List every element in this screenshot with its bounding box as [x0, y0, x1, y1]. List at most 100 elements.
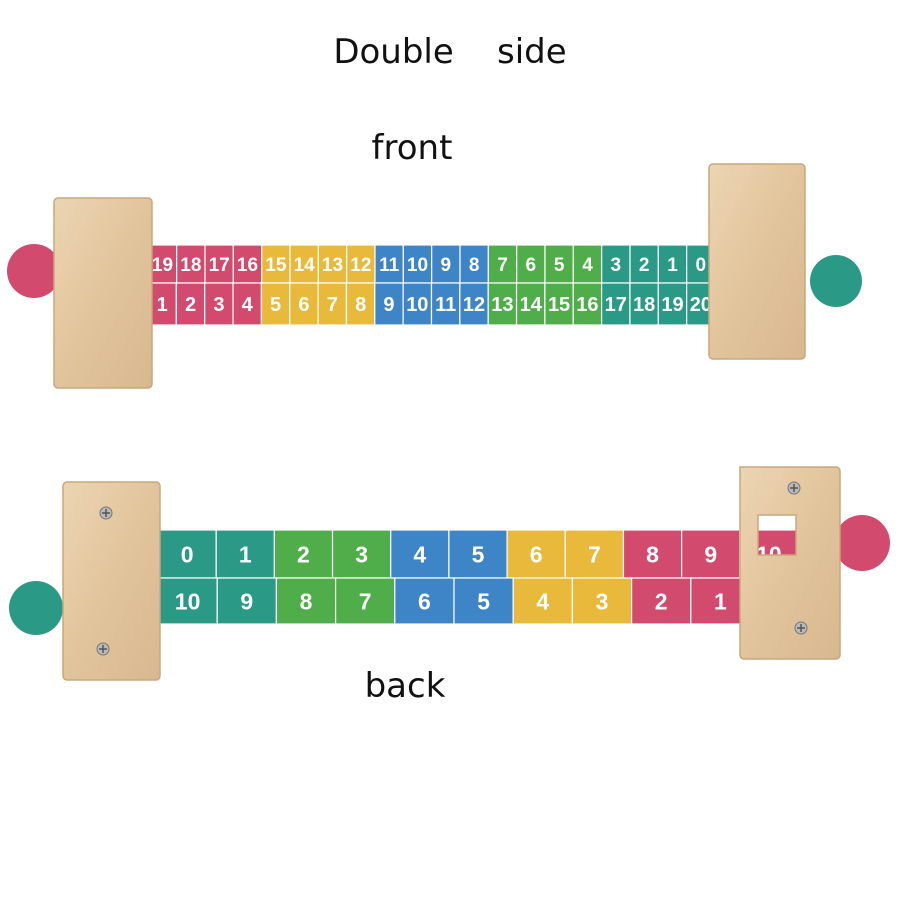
number-tile — [629, 282, 659, 326]
tile-number: 8 — [646, 541, 659, 567]
number-tile — [572, 244, 603, 284]
number-tile — [374, 282, 404, 326]
title-caption: Double side — [333, 32, 567, 72]
tile-number: 7 — [327, 294, 338, 316]
back-toy: 01234567891010987654321 — [9, 466, 890, 681]
tile-number: 15 — [548, 294, 570, 316]
number-tile — [487, 282, 518, 326]
front-right-end-disc — [810, 255, 862, 307]
tile-number: 6 — [418, 588, 431, 614]
tile-number: 8 — [300, 588, 313, 614]
tile-number: 12 — [350, 255, 371, 276]
tile-number: 4 — [582, 255, 593, 276]
tile-number: 2 — [639, 255, 650, 276]
tile-number: 1 — [239, 541, 252, 567]
tile-number: 14 — [520, 294, 543, 316]
tile-number: 9 — [704, 541, 717, 567]
number-tile — [275, 577, 337, 625]
number-tile — [544, 244, 574, 284]
number-tile — [346, 244, 376, 284]
tile-number: 17 — [605, 294, 627, 316]
tile-number: 6 — [530, 541, 543, 567]
front-toy: 2019181716151413121110987654321012345678… — [7, 163, 862, 389]
tile-number: 1 — [157, 294, 168, 316]
tile-number: 7 — [359, 588, 372, 614]
back-right-end-disc — [834, 515, 890, 571]
front-right-wood-block — [708, 163, 806, 360]
number-tile — [657, 282, 688, 326]
tile-number: 2 — [297, 541, 310, 567]
tile-number: 19 — [661, 294, 683, 316]
screw-slot — [99, 645, 107, 653]
tile-number: 5 — [554, 255, 565, 276]
tile-number: 5 — [270, 294, 281, 316]
tile-number: 2 — [655, 588, 668, 614]
number-tile — [629, 244, 659, 284]
number-tile — [601, 244, 631, 284]
screw-slot — [102, 509, 110, 517]
tile-number: 3 — [611, 255, 622, 276]
tile-number: 1 — [667, 255, 678, 276]
screw-slot — [790, 484, 798, 492]
number-tile — [232, 244, 263, 284]
tile-number: 4 — [536, 588, 549, 614]
tile-number: 18 — [180, 255, 201, 276]
number-tile — [459, 244, 489, 284]
tile-number: 4 — [413, 541, 426, 567]
number-tile — [564, 529, 625, 579]
number-tile — [215, 529, 275, 579]
number-tile — [622, 529, 683, 579]
tile-number: 14 — [294, 255, 316, 276]
tile-number: 15 — [265, 255, 287, 276]
tile-number: 18 — [633, 294, 655, 316]
tile-number: 16 — [237, 255, 258, 276]
front-number-strip: 2019181716151413121110987654321012345678… — [119, 244, 716, 326]
tile-number: 3 — [213, 294, 224, 316]
tile-number: 7 — [497, 255, 508, 276]
number-tile — [204, 282, 234, 326]
tile-number: 3 — [596, 588, 609, 614]
tile-number: 13 — [491, 294, 513, 316]
number-tile — [681, 529, 741, 579]
tile-number: 13 — [322, 255, 343, 276]
tile-number: 8 — [355, 294, 366, 316]
back-right-wood-block — [739, 466, 841, 660]
tile-number: 3 — [355, 541, 368, 567]
screw-slot — [797, 624, 805, 632]
tile-number: 0 — [696, 255, 707, 276]
front-caption: front — [371, 128, 453, 168]
tile-number: 9 — [441, 255, 452, 276]
number-tile — [289, 244, 319, 284]
tile-number: 16 — [576, 294, 598, 316]
number-tile — [331, 529, 392, 579]
number-tile — [487, 244, 518, 284]
back-number-strip: 01234567891010987654321 — [157, 529, 799, 625]
tile-number: 20 — [690, 294, 712, 316]
tile-number: 9 — [240, 588, 253, 614]
back-caption: back — [364, 666, 446, 706]
tile-number: 11 — [435, 294, 456, 316]
tile-number: 7 — [588, 541, 601, 567]
number-tile — [335, 577, 396, 625]
number-tile — [216, 577, 277, 625]
tile-number: 10 — [175, 588, 201, 614]
back-left-end-disc — [9, 581, 63, 635]
number-tile — [459, 282, 489, 326]
tile-number: 5 — [472, 541, 485, 567]
tile-number: 6 — [526, 255, 537, 276]
tile-number: 9 — [383, 294, 394, 316]
tile-number: 11 — [379, 255, 400, 276]
tile-number: 0 — [181, 541, 194, 567]
number-tile — [544, 282, 574, 326]
number-tile — [390, 529, 450, 579]
number-tile — [630, 577, 692, 625]
tile-number: 17 — [209, 255, 230, 276]
tile-number: 1 — [714, 588, 727, 614]
tile-number: 6 — [298, 294, 309, 316]
tile-number: 4 — [242, 294, 254, 316]
tile-number: 12 — [463, 294, 485, 316]
front-left-end-disc — [7, 244, 61, 298]
tile-number: 5 — [477, 588, 490, 614]
number-tile — [157, 529, 217, 579]
